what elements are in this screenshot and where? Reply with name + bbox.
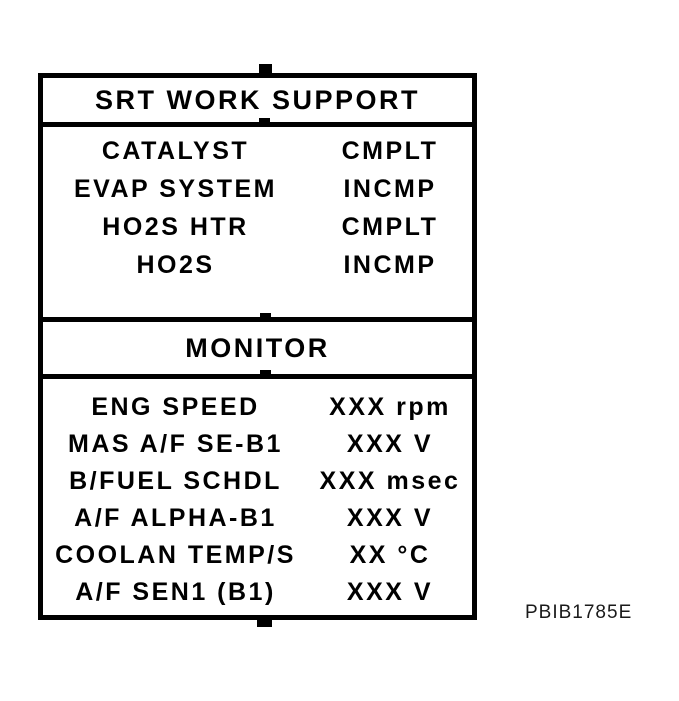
monitor-row-value: XXX rpm bbox=[329, 393, 451, 421]
monitor-row: MAS A/F SE-B1 XXX V bbox=[43, 426, 472, 463]
center-tick-mark bbox=[260, 313, 271, 319]
srt-row-label: EVAP SYSTEM bbox=[73, 174, 277, 203]
srt-row-value: INCMP bbox=[343, 174, 437, 203]
figure-code: PBIB1785E bbox=[525, 602, 633, 623]
monitor-row-value: XX °C bbox=[349, 541, 431, 569]
monitor-row-label: MAS A/F SE-B1 bbox=[68, 430, 283, 458]
monitor-row-label: A/F SEN1 (B1) bbox=[75, 578, 276, 606]
diagnostic-screen-panel: SRT WORK SUPPORT CATALYST CMPLT EVAP SYS… bbox=[38, 64, 477, 627]
srt-work-support-title: SRT WORK SUPPORT bbox=[94, 84, 420, 115]
srt-row-label: HO2S bbox=[136, 250, 215, 279]
center-tick-mark bbox=[259, 64, 272, 74]
srt-row-label: HO2S HTR bbox=[102, 212, 249, 241]
monitor-row-value: XXX msec bbox=[319, 467, 461, 495]
monitor-row-label: B/FUEL SCHDL bbox=[69, 467, 282, 495]
srt-row-value: INCMP bbox=[343, 250, 437, 279]
center-tick-mark bbox=[259, 118, 270, 124]
srt-row: CATALYST CMPLT bbox=[43, 132, 472, 170]
monitor-row: B/FUEL SCHDL XXX msec bbox=[43, 463, 472, 500]
monitor-row-label: A/F ALPHA-B1 bbox=[74, 504, 277, 532]
srt-status-list: CATALYST CMPLT EVAP SYSTEM INCMP HO2S HT… bbox=[38, 122, 477, 322]
center-tick-mark bbox=[257, 619, 272, 627]
srt-row: EVAP SYSTEM INCMP bbox=[43, 170, 472, 208]
monitor-row-value: XXX V bbox=[346, 430, 434, 458]
srt-row-value: CMPLT bbox=[341, 136, 439, 165]
srt-work-support-header: SRT WORK SUPPORT bbox=[38, 73, 477, 127]
monitor-row-label: COOLAN TEMP/S bbox=[55, 541, 296, 569]
monitor-row-label: ENG SPEED bbox=[91, 393, 260, 421]
monitor-row: ENG SPEED XXX rpm bbox=[43, 389, 472, 426]
monitor-row-value: XXX V bbox=[346, 504, 434, 532]
monitor-row: A/F ALPHA-B1 XXX V bbox=[43, 500, 472, 537]
srt-row-value: CMPLT bbox=[341, 212, 439, 241]
monitor-parameter-list: ENG SPEED XXX rpm MAS A/F SE-B1 XXX V B/… bbox=[38, 374, 477, 620]
srt-row-label: CATALYST bbox=[101, 136, 250, 165]
center-tick-mark bbox=[260, 370, 271, 376]
srt-row: HO2S HTR CMPLT bbox=[43, 208, 472, 246]
monitor-header: MONITOR bbox=[38, 317, 477, 379]
monitor-row-value: XXX V bbox=[346, 578, 434, 606]
monitor-row: A/F SEN1 (B1) XXX V bbox=[43, 574, 472, 611]
monitor-row: COOLAN TEMP/S XX °C bbox=[43, 537, 472, 574]
monitor-title: MONITOR bbox=[185, 332, 330, 363]
srt-row: HO2S INCMP bbox=[43, 246, 472, 284]
